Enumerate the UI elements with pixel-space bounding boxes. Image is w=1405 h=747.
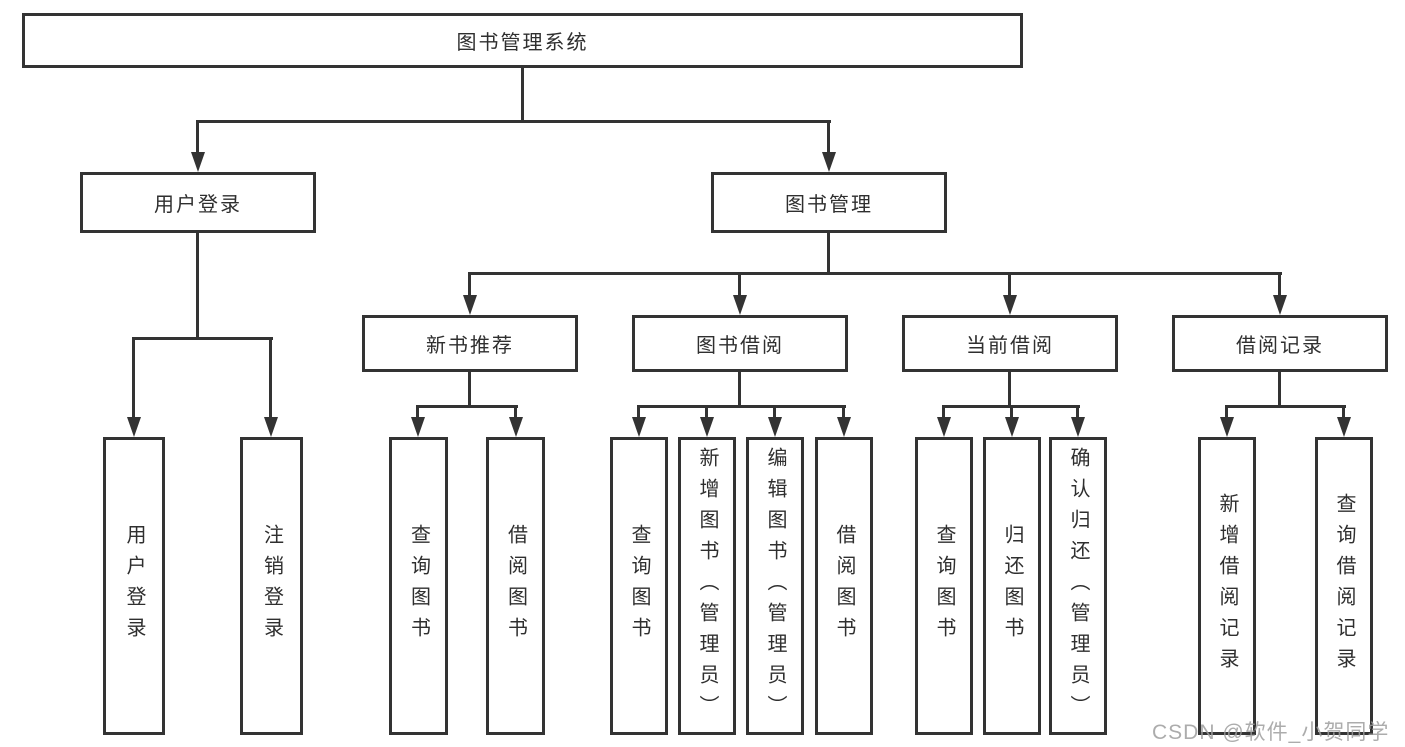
arrowhead-new-book-recommend: [463, 295, 477, 315]
connector-drop-leaf-user-login: [132, 337, 135, 418]
arrowhead-leaf-borrow-recommend: [509, 417, 523, 437]
connector-drop-leaf-borrow-book: [842, 405, 845, 418]
arrowhead-leaf-edit-book: [768, 417, 782, 437]
leaf-query-books-current-label: 查询图书: [933, 524, 955, 648]
leaf-query-books-borrow: 查询图书: [610, 437, 668, 735]
connector-drop-user-login: [196, 120, 199, 154]
arrowhead-leaf-add-book: [700, 417, 714, 437]
arrowhead-leaf-query-borrow: [632, 417, 646, 437]
connector-drop-new-book-recommend: [468, 272, 471, 296]
leaf-add-borrow-record-label: 新增借阅记录: [1216, 493, 1238, 679]
leaf-add-borrow-record: 新增借阅记录: [1198, 437, 1256, 735]
leaf-user-login-label: 用户登录: [123, 524, 145, 648]
connector-new-book-rail: [417, 405, 518, 408]
leaf-user-login: 用户登录: [103, 437, 165, 735]
leaf-borrow-books-recommend-label: 借阅图书: [504, 524, 527, 648]
arrowhead-leaf-query-current: [937, 417, 951, 437]
leaf-borrow-books-recommend: 借阅图书: [486, 437, 545, 735]
connector-drop-leaf-edit-book: [773, 405, 776, 418]
leaf-query-books-recommend-label: 查询图书: [407, 524, 430, 648]
arrowhead-borrow-records: [1273, 295, 1287, 315]
node-borrow-records: 借阅记录: [1172, 315, 1388, 372]
connector-drop-leaf-borrow-recommend: [514, 405, 517, 418]
node-current-borrow: 当前借阅: [902, 315, 1118, 372]
leaf-logout: 注销登录: [240, 437, 303, 735]
leaf-add-book-admin-label: 新增图书（管理员）: [696, 446, 718, 726]
node-root: 图书管理系统: [22, 13, 1023, 68]
connector-drop-leaf-confirm-return: [1076, 405, 1079, 418]
leaf-confirm-return-admin-label: 确认归还（管理员）: [1067, 446, 1089, 726]
arrowhead-leaf-logout: [264, 417, 278, 437]
leaf-logout-label: 注销登录: [260, 524, 283, 648]
arrowhead-leaf-return-book: [1005, 417, 1019, 437]
leaf-query-books-current: 查询图书: [915, 437, 973, 735]
arrowhead-leaf-query-record: [1337, 417, 1351, 437]
leaf-return-books-label: 归还图书: [1001, 524, 1023, 648]
leaf-confirm-return-admin: 确认归还（管理员）: [1049, 437, 1107, 735]
node-new-book-recommend-label: 新书推荐: [426, 335, 514, 357]
connector-drop-leaf-query-borrow: [637, 405, 640, 418]
leaf-add-book-admin: 新增图书（管理员）: [678, 437, 736, 735]
connector-drop-book-management: [827, 120, 830, 154]
connector-user-login-stem: [196, 233, 199, 337]
connector-drop-leaf-query-record: [1342, 405, 1345, 418]
connector-current-borrow-stem2: [1008, 372, 1011, 405]
arrowhead-book-borrow: [733, 295, 747, 315]
connector-drop-book-borrow: [738, 272, 741, 296]
leaf-borrow-books-label: 借阅图书: [833, 524, 855, 648]
connector-root-rail: [197, 120, 831, 123]
connector-drop-leaf-return-book: [1010, 405, 1013, 418]
arrowhead-leaf-confirm-return: [1071, 417, 1085, 437]
arrowhead-leaf-user-login: [127, 417, 141, 437]
connector-root-stem: [521, 68, 524, 120]
leaf-edit-book-admin-label: 编辑图书（管理员）: [764, 446, 786, 726]
connector-drop-borrow-records: [1278, 272, 1281, 296]
arrowhead-book-management: [822, 152, 836, 172]
node-borrow-records-label: 借阅记录: [1236, 335, 1324, 357]
leaf-query-borrow-record: 查询借阅记录: [1315, 437, 1373, 735]
arrowhead-user-login: [191, 152, 205, 172]
leaf-borrow-books: 借阅图书: [815, 437, 873, 735]
connector-new-book-stem: [468, 372, 471, 405]
connector-drop-leaf-query-current: [942, 405, 945, 418]
arrowhead-leaf-query-recommend: [411, 417, 425, 437]
connector-drop-current-borrow: [1008, 272, 1011, 296]
connector-book-borrow-rail: [637, 405, 846, 408]
connector-drop-leaf-add-book: [705, 405, 708, 418]
leaf-edit-book-admin: 编辑图书（管理员）: [746, 437, 804, 735]
connector-borrow-records-rail: [1225, 405, 1346, 408]
arrowhead-leaf-borrow-book: [837, 417, 851, 437]
connector-book-management-rail: [468, 272, 1282, 275]
node-user-login: 用户登录: [80, 172, 316, 233]
connector-user-login-rail: [132, 337, 273, 340]
leaf-query-books-borrow-label: 查询图书: [628, 524, 650, 648]
node-book-management-label: 图书管理: [785, 194, 873, 216]
connector-drop-leaf-logout: [269, 337, 272, 418]
connector-drop-leaf-query-recommend: [416, 405, 419, 418]
node-book-borrow-label: 图书借阅: [696, 335, 784, 357]
node-book-borrow: 图书借阅: [632, 315, 848, 372]
connector-book-management-stem: [827, 233, 830, 272]
node-new-book-recommend: 新书推荐: [362, 315, 578, 372]
leaf-query-borrow-record-label: 查询借阅记录: [1333, 493, 1355, 679]
node-book-management: 图书管理: [711, 172, 947, 233]
node-root-label: 图书管理系统: [456, 32, 589, 54]
csdn-watermark: CSDN @软件_小贺同学: [1152, 721, 1390, 744]
node-current-borrow-label: 当前借阅: [966, 335, 1054, 357]
connector-drop-leaf-add-record: [1225, 405, 1228, 418]
leaf-return-books: 归还图书: [983, 437, 1041, 735]
leaf-query-books-recommend: 查询图书: [389, 437, 448, 735]
connector-borrow-records-stem2: [1278, 372, 1281, 405]
node-user-login-label: 用户登录: [154, 194, 242, 216]
arrowhead-current-borrow: [1003, 295, 1017, 315]
connector-book-borrow-stem2: [738, 372, 741, 405]
arrowhead-leaf-add-record: [1220, 417, 1234, 437]
